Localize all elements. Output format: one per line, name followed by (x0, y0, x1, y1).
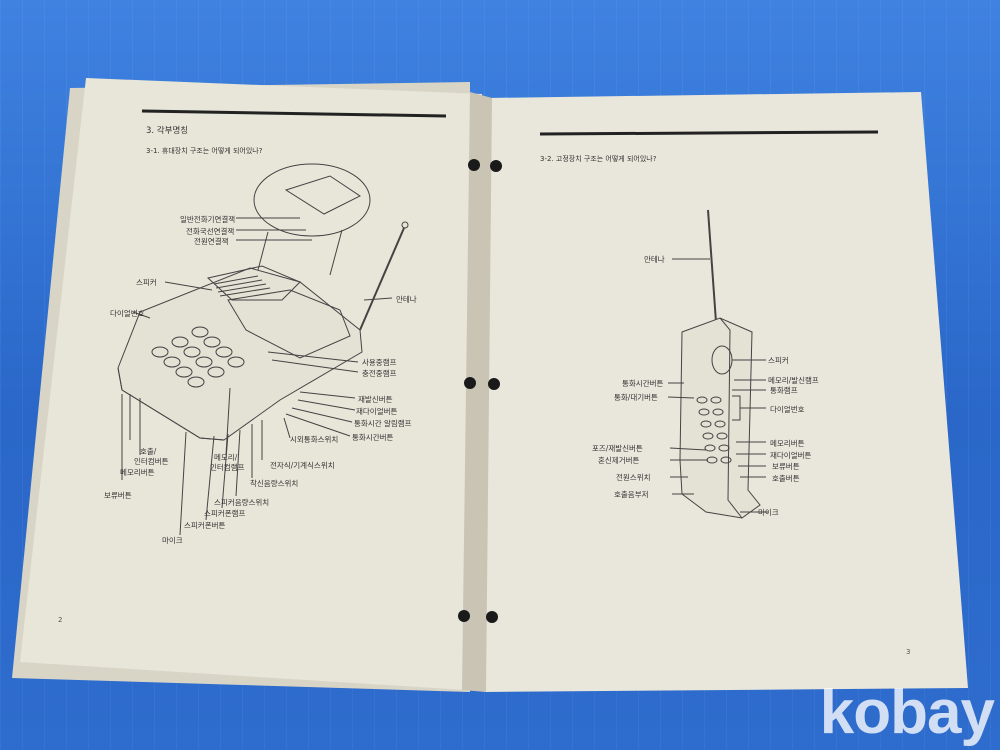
label-redial: 재다이얼버튼 (770, 451, 812, 460)
label-talk-lamp: 통화램프 (770, 386, 798, 395)
label-pause-resend: 포즈/재발신버튼 (592, 444, 643, 453)
label-spk-lamp: 스피커폰램프 (204, 509, 246, 518)
header-rule-right (539, 130, 879, 136)
label-call-button: 호출버튼 (772, 474, 800, 483)
label-resend-button: 재발신버튼 (358, 395, 393, 404)
label-speaker: 스피커 (136, 278, 157, 287)
binder-hole (464, 377, 476, 389)
label-charge-lamp: 충전중램프 (362, 369, 397, 378)
label-antenna: 안테나 (644, 255, 665, 264)
label-memory: 메모리/ (214, 453, 238, 462)
page-number-left: 2 (58, 616, 63, 624)
binder-hole (468, 159, 480, 171)
label-intercom-lamp: 인터컴램프 (210, 463, 245, 472)
subsection-title-right: 3-2. 고정장치 구조는 어떻게 되어있나? (540, 155, 657, 163)
label-talk-standby: 통화/대기버튼 (614, 393, 658, 402)
binder-hole (490, 160, 502, 172)
label-memory-button: 메모리버튼 (770, 439, 805, 448)
label-line-jack: 전화국선연결잭 (186, 227, 235, 236)
label-interference: 혼신제거버튼 (598, 456, 640, 465)
binder-hole (458, 610, 470, 622)
label-memory-button: 메모리버튼 (120, 468, 155, 477)
label-speaker: 스피커 (768, 356, 789, 365)
section-title: 3. 각부명칭 (146, 126, 189, 136)
binder-hole (486, 611, 498, 623)
label-memory-send-lamp: 메모리/발신램프 (768, 376, 819, 385)
header-rule-left (141, 109, 447, 118)
label-phone-jack: 일반전화기연결잭 (180, 215, 236, 224)
label-dial: 다이얼번호 (110, 309, 145, 318)
page-number-right: 3 (906, 648, 911, 656)
label-ringer-switch: 착신음량스위치 (250, 479, 299, 488)
label-mic: 마이크 (162, 536, 183, 545)
handset-illustration (667, 209, 768, 519)
label-toll-switch: 시외통화스위치 (290, 435, 339, 444)
label-spk-volume: 스피커음량스위치 (214, 498, 270, 507)
label-antenna: 안테나 (396, 295, 417, 304)
label-dial: 다이얼번호 (770, 405, 805, 414)
label-call: 호출/ (140, 447, 157, 456)
label-hold-button: 보류버튼 (104, 491, 132, 500)
base-station-illustration (117, 163, 409, 536)
label-intercom-button: 인터컴버튼 (134, 457, 169, 466)
kobay-watermark: kobay (819, 678, 995, 747)
label-spk-button: 스피커폰버튼 (184, 521, 226, 530)
label-buzzer: 호출음부저 (614, 490, 649, 499)
label-timer-button: 통화시간버튼 (352, 433, 394, 442)
label-power-jack: 전원연결잭 (194, 237, 229, 246)
label-mic: 마이크 (758, 508, 779, 517)
label-redial-button: 재다이얼버튼 (356, 407, 398, 416)
binder-hole (488, 378, 500, 390)
label-power-switch: 전원스위치 (616, 473, 651, 482)
label-hold: 보류버튼 (772, 462, 800, 471)
label-timer-button: 통화시간버튼 (622, 379, 664, 388)
label-elec-mech-switch: 전자식/기계식스위치 (270, 461, 335, 470)
label-in-use-lamp: 사용중램프 (362, 358, 397, 367)
subsection-title-left: 3-1. 휴대장치 구조는 어떻게 되어있나? (146, 147, 263, 155)
label-timer-lamp: 통화시간 알림램프 (354, 419, 412, 428)
